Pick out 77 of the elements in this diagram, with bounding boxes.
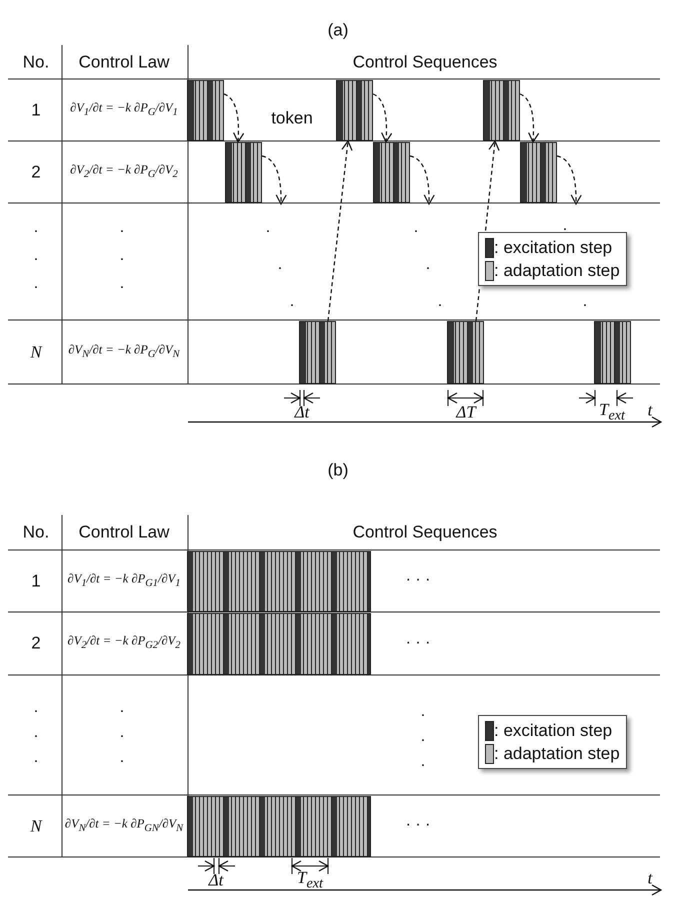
ellipsis-dots: · · · (406, 635, 430, 651)
axis-label: t (648, 402, 652, 418)
ellipsis-dots: . (34, 276, 38, 292)
ellipsis-dots: · · · (406, 817, 430, 833)
control-law-formula: ∂V$_{2}$/∂t = −k ∂P$_{G}$/∂V$_{2}$ (70, 164, 178, 180)
row-number: 1 (31, 102, 41, 118)
token-arrow (224, 93, 244, 143)
step-sequence-bar (336, 80, 373, 141)
control-law-formula: ∂V$_{N}$/∂t = −k ∂P$_{GN}$/∂V$_{N}$ (64, 818, 184, 834)
ellipsis-dots: . (438, 294, 442, 310)
row-number: N (30, 344, 42, 360)
token-arrow (372, 93, 392, 143)
ellipsis-dots: . (582, 294, 588, 310)
ellipsis-dots: . (34, 248, 38, 264)
step-sequence-bar (187, 80, 224, 141)
dimension-label: T$_{ext}$ (297, 869, 323, 891)
token-arrow (262, 155, 287, 205)
column-header: Control Sequences (352, 54, 498, 70)
ellipsis-dots: . (120, 220, 124, 236)
ellipsis-dots: . (34, 220, 38, 236)
legend-text: : excitation step (494, 720, 612, 740)
row-number: 1 (31, 572, 41, 590)
legend-text: : adaptation step (494, 260, 620, 280)
token-arrow (556, 155, 582, 205)
dimension-label: ΔT (456, 404, 476, 420)
column-header: No. (22, 54, 50, 70)
ellipsis-dots: . (120, 725, 124, 741)
step-sequence-bar (187, 551, 371, 612)
step-sequence-bar (187, 796, 371, 857)
axis-label: t (648, 870, 652, 886)
ellipsis-dots: . (34, 725, 38, 741)
step-sequence-bar (187, 613, 371, 675)
dimension-label: T$_{ext}$ (599, 401, 625, 423)
ellipsis-dots: . (420, 754, 426, 770)
panel-label: (a) (328, 22, 348, 38)
step-sequence-bar (483, 80, 520, 141)
step-sequence-bar (447, 321, 484, 384)
dimension-label: Δt (208, 872, 224, 888)
ellipsis-dots: . (420, 729, 426, 745)
control-law-formula: ∂V$_{1}$/∂t = −k ∂P$_{G}$/∂V$_{1}$ (70, 102, 178, 118)
control-law-formula: ∂V$_{1}$/∂t = −k ∂P$_{G1}$/∂V$_{1}$ (68, 572, 180, 590)
column-header: Control Law (78, 524, 170, 540)
panel-label: (b) (328, 462, 348, 478)
ellipsis-dots: . (120, 700, 124, 716)
ellipsis-dots: . (278, 257, 282, 273)
ellipsis-dots: . (290, 294, 294, 310)
step-sequence-bar (225, 142, 262, 203)
legend-text: : excitation step (494, 238, 612, 258)
row-number: 2 (31, 634, 41, 652)
control-law-formula: ∂V$_{2}$/∂t = −k ∂P$_{G2}$/∂V$_{2}$ (68, 634, 180, 652)
ellipsis-dots: . (414, 220, 418, 236)
token-arrow (520, 93, 540, 143)
row-number: N (30, 818, 42, 834)
ellipsis-dots: . (562, 218, 568, 234)
column-header: Control Sequences (352, 524, 498, 540)
ellipsis-dots: . (266, 220, 270, 236)
ellipsis-dots: . (426, 257, 430, 273)
step-sequence-bar (520, 142, 557, 203)
ellipsis-dots: . (34, 700, 38, 716)
ellipsis-dots: . (120, 248, 124, 264)
row-number: 2 (31, 164, 41, 180)
legend-text: : adaptation step (494, 744, 620, 764)
step-sequence-bar (373, 142, 410, 203)
step-sequence-bar (299, 321, 336, 384)
token-label: token (271, 110, 313, 126)
step-sequence-bar (594, 321, 631, 384)
ellipsis-dots: . (120, 750, 124, 766)
column-header: Control Law (78, 54, 170, 70)
control-law-formula: ∂V$_{N}$/∂t = −k ∂P$_{G}$/∂V$_{N}$ (68, 344, 180, 360)
ellipsis-dots: · · · (406, 572, 430, 588)
token-arrow (410, 155, 435, 205)
token-arrow (327, 140, 353, 322)
ellipsis-dots: . (34, 750, 38, 766)
dimension-label: Δt (294, 404, 310, 420)
ellipsis-dots: . (420, 704, 426, 720)
ellipsis-dots: . (120, 276, 124, 292)
column-header: No. (22, 524, 50, 540)
